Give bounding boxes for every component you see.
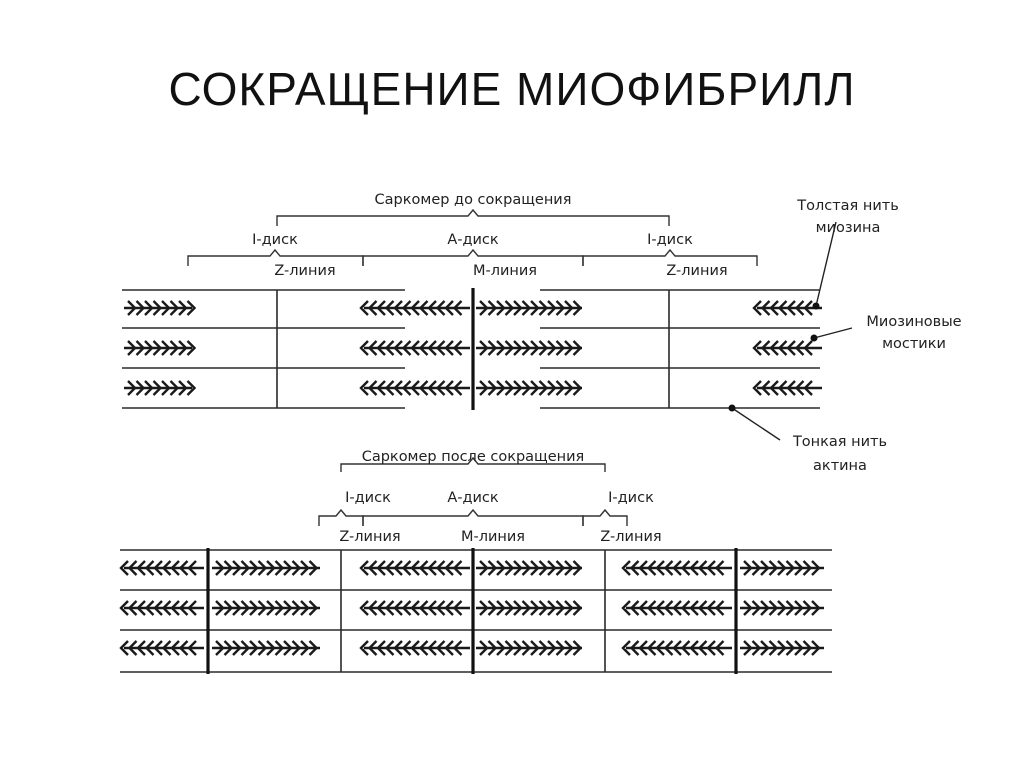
myosin-filament: [752, 380, 822, 396]
myosin-filament: [359, 300, 470, 316]
myosin-filament: [476, 300, 583, 316]
myosin-filament: [119, 600, 204, 616]
myosin-filament: [124, 340, 197, 356]
myosin-filament: [740, 640, 824, 656]
bridges-dot: [810, 334, 818, 342]
myosin-filament: [476, 560, 583, 576]
myosin-filament: [119, 640, 204, 656]
bridges-pointer: [813, 327, 853, 339]
m-line-label: М-линия: [473, 263, 537, 279]
after-i-disc-right-label: I-диск: [608, 490, 654, 506]
sarcomere-before-label: Саркомер до сокращения: [375, 192, 572, 208]
thin-filament-label-1: Тонкая нить: [792, 434, 887, 450]
myosin-filament: [740, 560, 824, 576]
after-a-disc-label: А-диск: [447, 490, 499, 506]
myosin-filament: [359, 340, 470, 356]
myosin-filament: [621, 600, 732, 616]
myosin-filament: [752, 300, 822, 316]
after-i-disc-right-brace: [582, 508, 628, 526]
myosin-filament: [119, 560, 204, 576]
thin-filament-pointer: [731, 407, 781, 441]
thick-filament-label-2: миозина: [816, 220, 881, 236]
myosin-filament: [476, 340, 583, 356]
sarcomere-before-brace: [276, 208, 670, 226]
myosin-filament: [476, 600, 583, 616]
thick-filament-pointer: [815, 221, 837, 307]
sarcomere-after-label: Саркомер после сокращения: [362, 449, 585, 465]
after-i-disc-left-label: I-диск: [345, 490, 391, 506]
bridges-label-1: Миозиновые: [866, 314, 961, 330]
i-disc-right-brace: [582, 248, 758, 266]
myosin-filament: [212, 640, 320, 656]
sarcomere-after-brace: [340, 456, 606, 472]
a-disc-label: А-диск: [447, 232, 499, 248]
thick-filament-dot: [812, 302, 820, 310]
thin-filament-dot: [728, 404, 736, 412]
bridges-label-2: мостики: [882, 336, 946, 352]
after-a-disc-brace: [362, 508, 584, 526]
myosin-filament: [752, 340, 822, 356]
myosin-filament: [124, 300, 197, 316]
after-z-line-left-label: Z-линия: [339, 529, 400, 545]
after-i-disc-left-brace: [318, 508, 364, 526]
i-disc-left-label: I-диск: [252, 232, 298, 248]
myosin-filament: [359, 560, 470, 576]
myosin-filament: [212, 600, 320, 616]
page-title: СОКРАЩЕНИЕ МИОФИБРИЛЛ: [168, 63, 856, 115]
myosin-filament: [359, 380, 470, 396]
after-z-line-right-label: Z-линия: [600, 529, 661, 545]
myosin-filament: [740, 600, 824, 616]
after-m-line-label: М-линия: [461, 529, 525, 545]
myofibril-after: [119, 548, 832, 674]
myosin-filament: [621, 560, 732, 576]
myosin-filament: [359, 600, 470, 616]
z-line-left-label: Z-линия: [274, 263, 335, 279]
myosin-filament: [212, 560, 320, 576]
thin-filament-label-2: актина: [813, 458, 867, 474]
myosin-filament: [359, 640, 470, 656]
myosin-filament: [124, 380, 197, 396]
myofibril-before: [122, 288, 822, 410]
myosin-filament: [476, 380, 583, 396]
i-disc-right-label: I-диск: [647, 232, 693, 248]
myosin-filament: [621, 640, 732, 656]
thick-filament-label-1: Толстая нить: [796, 198, 899, 214]
z-line-right-label: Z-линия: [666, 263, 727, 279]
myosin-filament: [476, 640, 583, 656]
